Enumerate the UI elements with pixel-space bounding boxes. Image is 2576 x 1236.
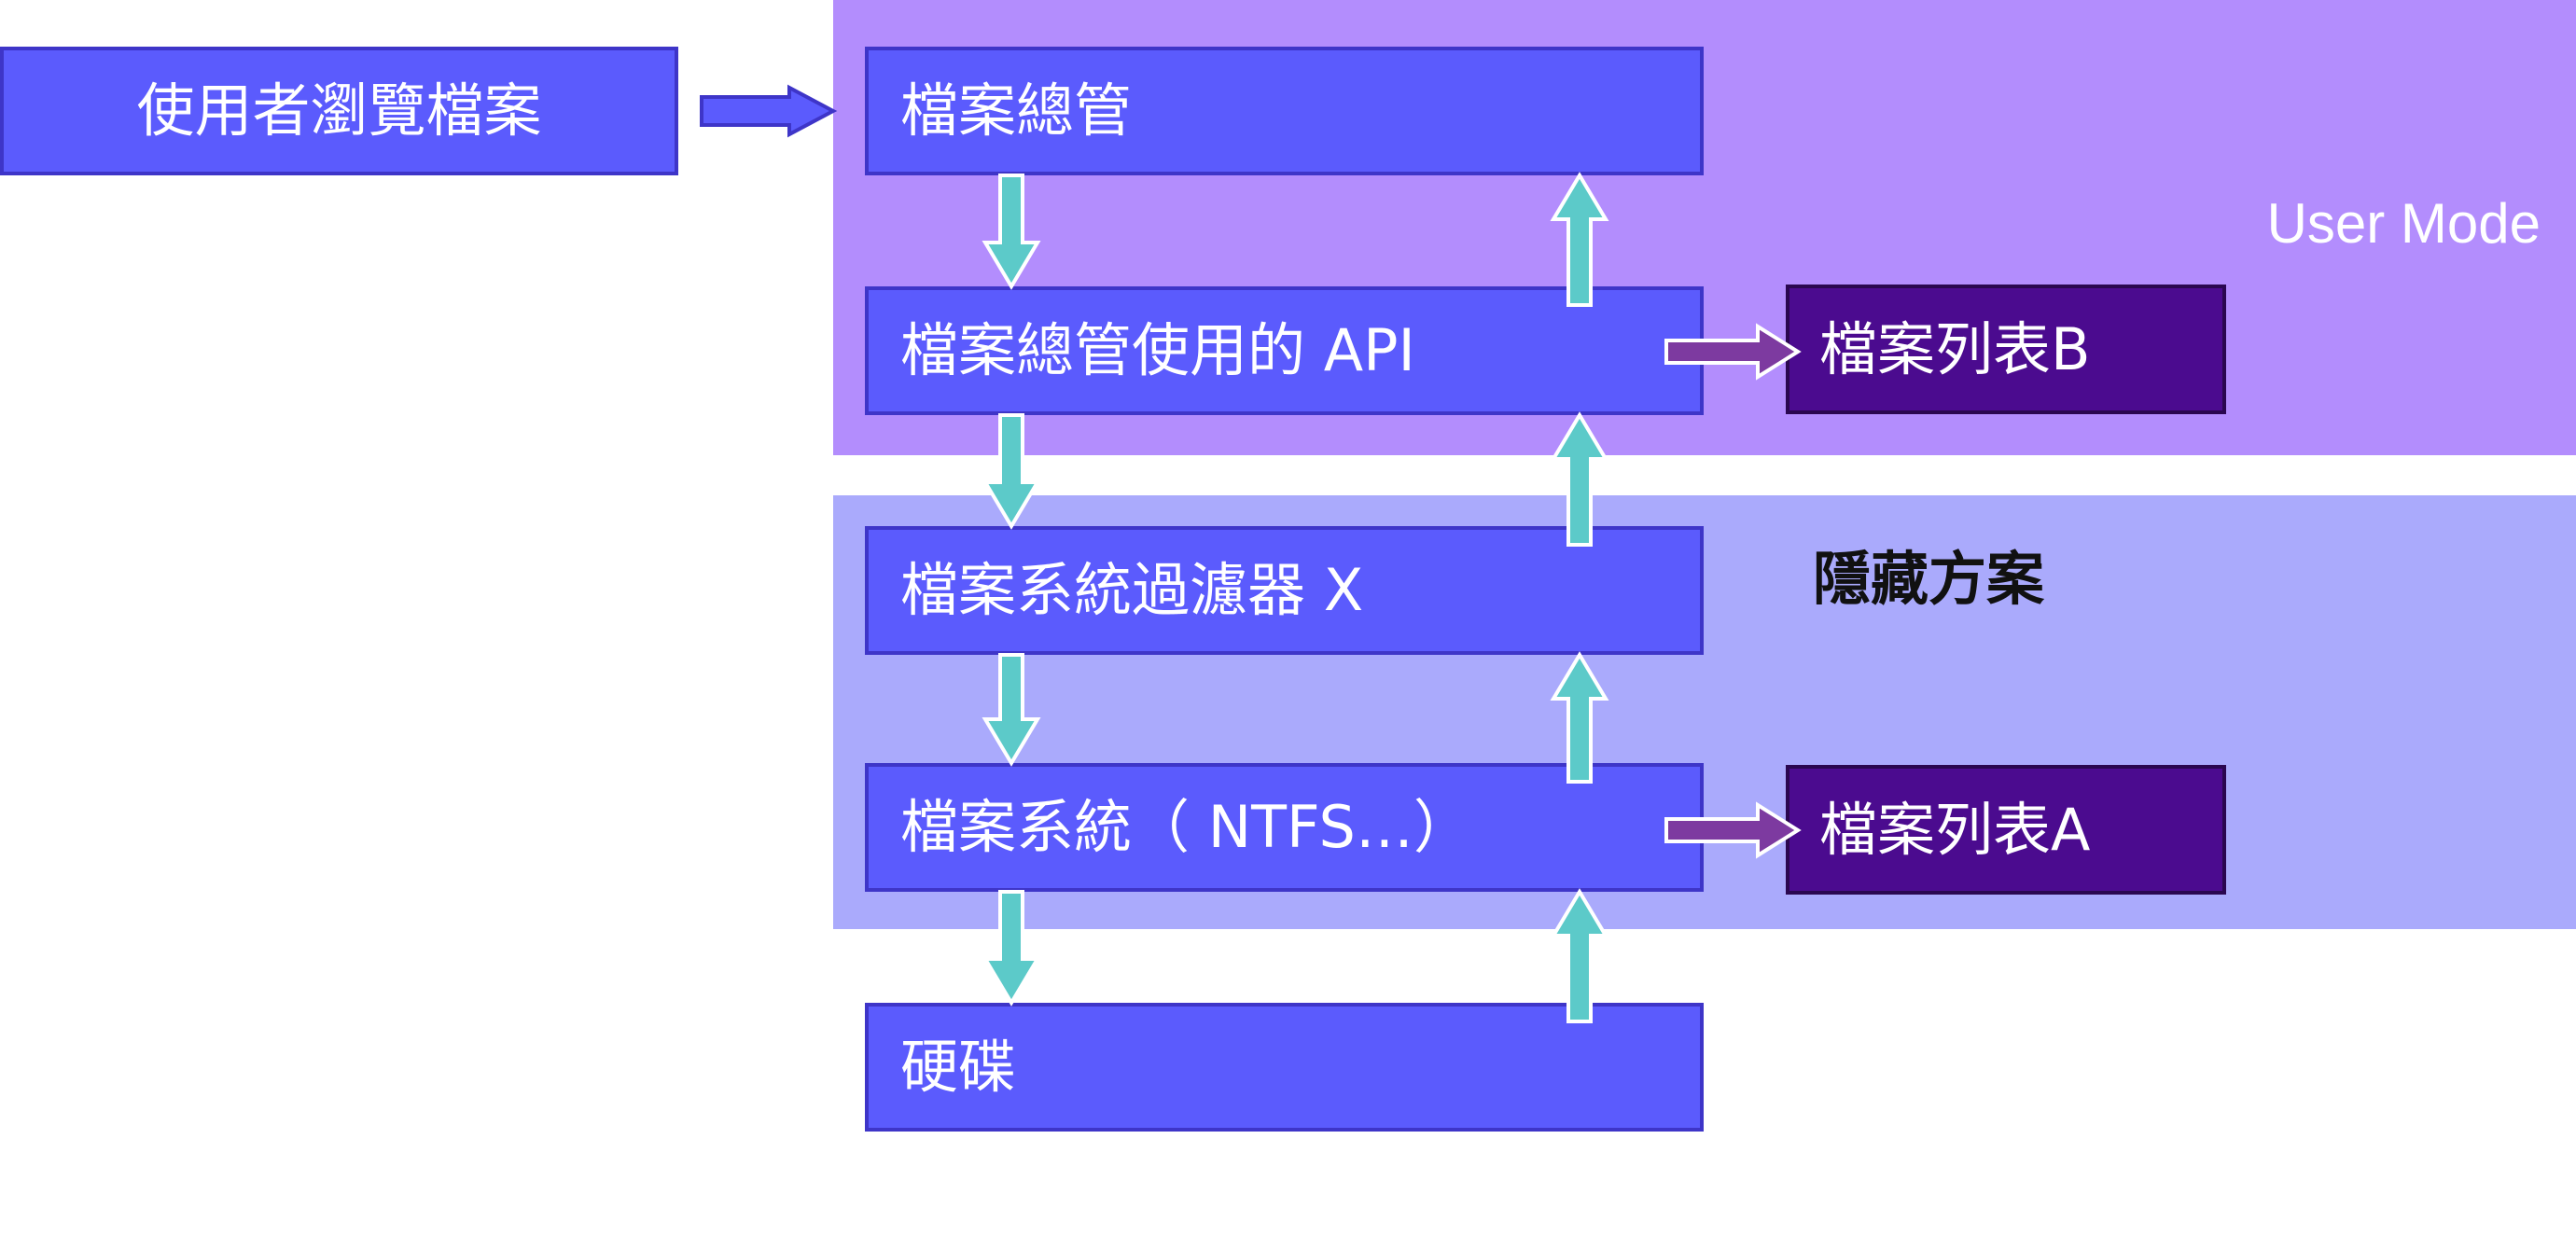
start-arrow (700, 84, 838, 138)
file-list-a-label: 檔案列表A (1819, 795, 2091, 864)
file-list-b-label: 檔案列表B (1819, 314, 2091, 383)
file-list-a-box: 檔案列表A (1786, 765, 2226, 895)
file-explorer-label: 檔案總管 (900, 76, 1133, 145)
side-arrow-list-b (1664, 323, 1802, 381)
file-system-label: 檔案系統（ NTFS…） (900, 793, 1471, 861)
down-arrow-2 (982, 413, 1041, 530)
side-arrow-list-a (1664, 801, 1802, 859)
file-explorer-box: 檔案總管 (865, 47, 1704, 175)
user-mode-label: User Mode (2266, 192, 2541, 255)
explorer-api-box: 檔案總管使用的 API (865, 286, 1704, 415)
user-browse-files-label: 使用者瀏覽檔案 (136, 76, 542, 145)
explorer-api-label: 檔案總管使用的 API (900, 316, 1415, 384)
disk-label: 硬碟 (900, 1033, 1017, 1101)
up-arrow-3 (1550, 651, 1609, 784)
up-arrow-1 (1550, 172, 1609, 307)
file-system-box: 檔案系統（ NTFS…） (865, 763, 1704, 892)
down-arrow-1 (982, 174, 1041, 290)
fs-filter-label: 檔案系統過濾器 X (900, 556, 1364, 624)
down-arrow-4 (982, 890, 1041, 1007)
hiding-scheme-label: 隱藏方案 (1813, 545, 2045, 613)
disk-box: 硬碟 (865, 1003, 1704, 1132)
up-arrow-4 (1550, 888, 1609, 1023)
kernel-mode-label: Kernel Mode (2222, 1174, 2541, 1236)
fs-filter-box: 檔案系統過濾器 X (865, 526, 1704, 655)
user-browse-files-box: 使用者瀏覽檔案 (0, 47, 678, 175)
flow-arrows (700, 84, 1802, 1023)
down-arrow-3 (982, 653, 1041, 767)
up-arrow-2 (1550, 411, 1609, 547)
